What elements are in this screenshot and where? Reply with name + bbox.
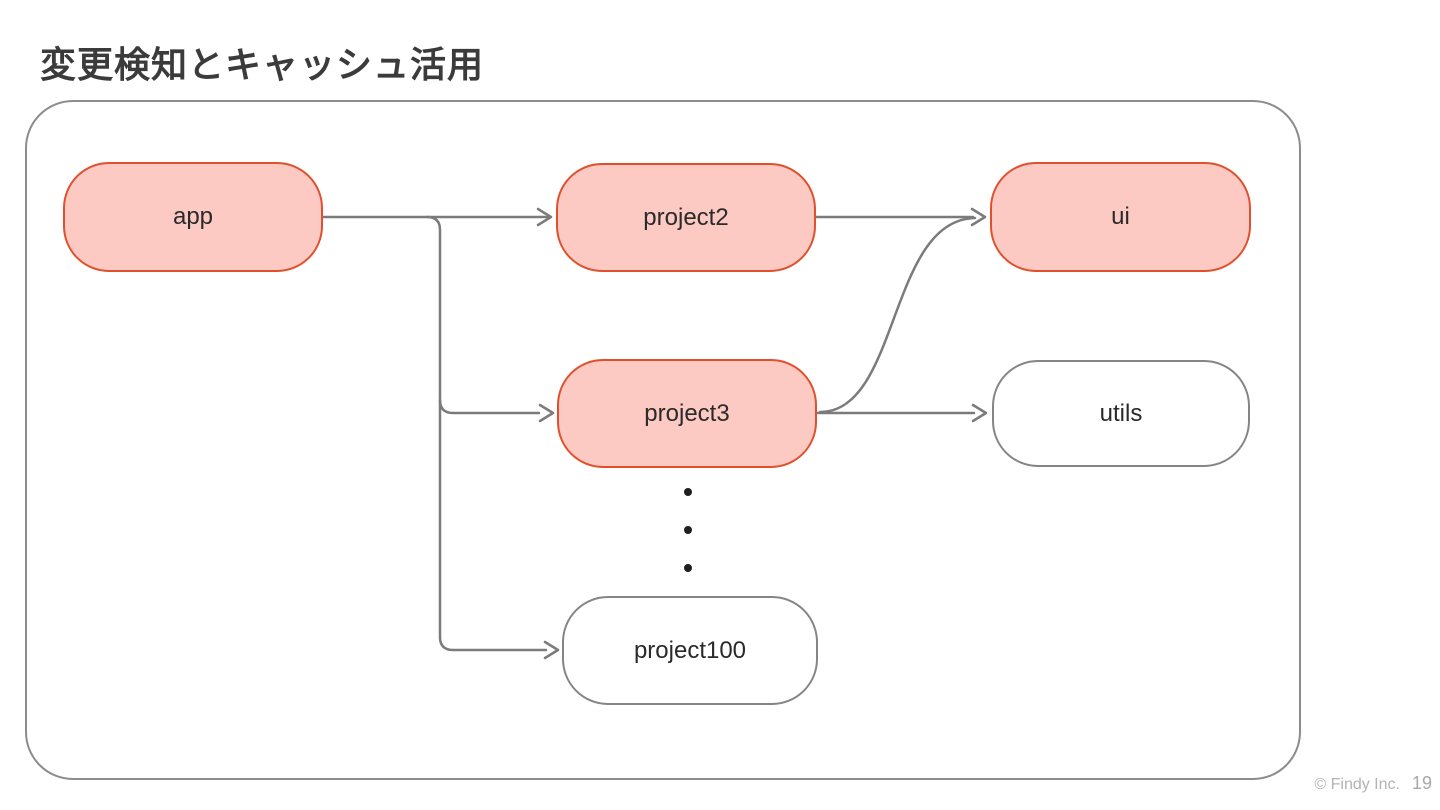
node-project3: project3 [557,359,817,468]
page-number: 19 [1411,773,1432,793]
node-project2: project2 [556,163,816,272]
node-utils: utils [992,360,1250,467]
node-project2-label: project2 [643,203,729,231]
node-ui: ui [990,162,1251,272]
slide-footer: © Findy Inc. 19 [1314,773,1432,794]
node-utils-label: utils [1099,399,1143,427]
node-project100-label: project100 [633,636,747,664]
node-project3-label: project3 [644,399,730,427]
slide-title: 変更検知とキャッシュ活用 [40,44,485,85]
node-app-label: app [172,203,214,230]
node-project100: project100 [562,596,818,705]
node-ui-label: ui [1111,203,1130,230]
node-app: app [63,162,323,272]
copyright-text: © Findy Inc. [1314,776,1400,793]
